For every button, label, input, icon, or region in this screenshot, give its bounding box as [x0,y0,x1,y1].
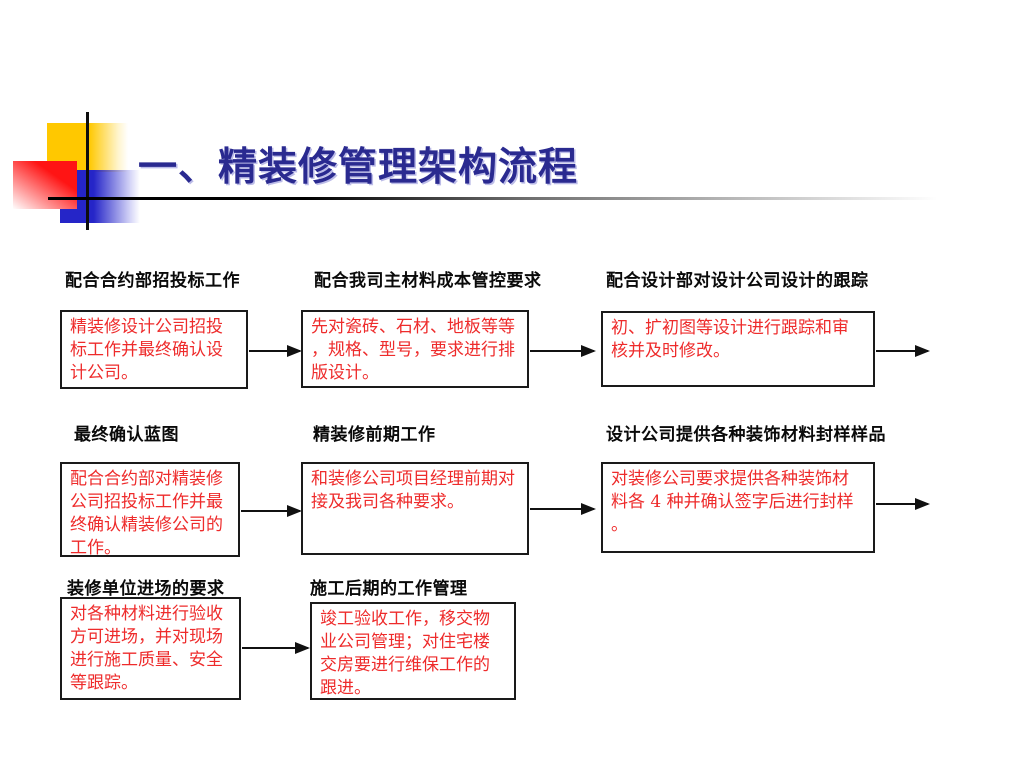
flow-arrow-r3-1 [242,642,310,654]
deco-red-square [13,161,77,209]
step-header-r3-c2: 施工后期的工作管理 [310,579,468,599]
step-box-r1-c2: 先对瓷砖、石材、地板等等 ，规格、型号，要求进行排 版设计。 [301,310,529,388]
step-box-r1-c1: 精装修设计公司招投 标工作并最终确认设 计公司。 [60,310,248,389]
step-box-r3-c2: 竣工验收工作，移交物 业公司管理；对住宅楼 交房要进行维保工作的 跟进。 [310,602,516,700]
step-box-r3-c1: 对各种材料进行验收 方可进场，并对现场 进行施工质量、安全 等跟踪。 [60,597,241,700]
flow-arrow-r2-2 [530,503,596,515]
title-underline [48,197,965,200]
step-header-r2-c1: 最终确认蓝图 [74,425,179,445]
step-header-r3-c1: 装修单位进场的要求 [67,579,225,599]
step-box-r1-c3: 初、扩初图等设计进行跟踪和审 核并及时修改。 [601,311,875,387]
step-box-r2-c2: 和装修公司项目经理前期对 接及我司各种要求。 [301,462,529,555]
step-header-r2-c2: 精装修前期工作 [313,425,436,445]
step-header-r1-c1: 配合合约部招投标工作 [65,271,240,291]
step-header-r1-c3: 配合设计部对设计公司设计的跟踪 [606,271,869,291]
flow-arrow-r2-out [876,498,930,510]
step-box-r2-c3: 对装修公司要求提供各种装饰材 料各 4 种并确认签字后进行封样 。 [601,462,875,553]
flow-arrow-r2-1 [241,505,302,517]
flow-arrow-r1-1 [249,345,302,357]
step-header-r1-c2: 配合我司主材料成本管控要求 [314,271,542,291]
flow-arrow-r1-out [876,345,930,357]
step-header-r2-c3: 设计公司提供各种装饰材料封样样品 [606,425,886,445]
step-box-r2-c1: 配合合约部对精装修 公司招投标工作并最 终确认精装修公司的 工作。 [60,462,240,558]
slide-title: 一、精装修管理架构流程 [138,144,579,190]
deco-vertical-line [86,112,89,230]
flow-arrow-r1-2 [530,345,596,357]
